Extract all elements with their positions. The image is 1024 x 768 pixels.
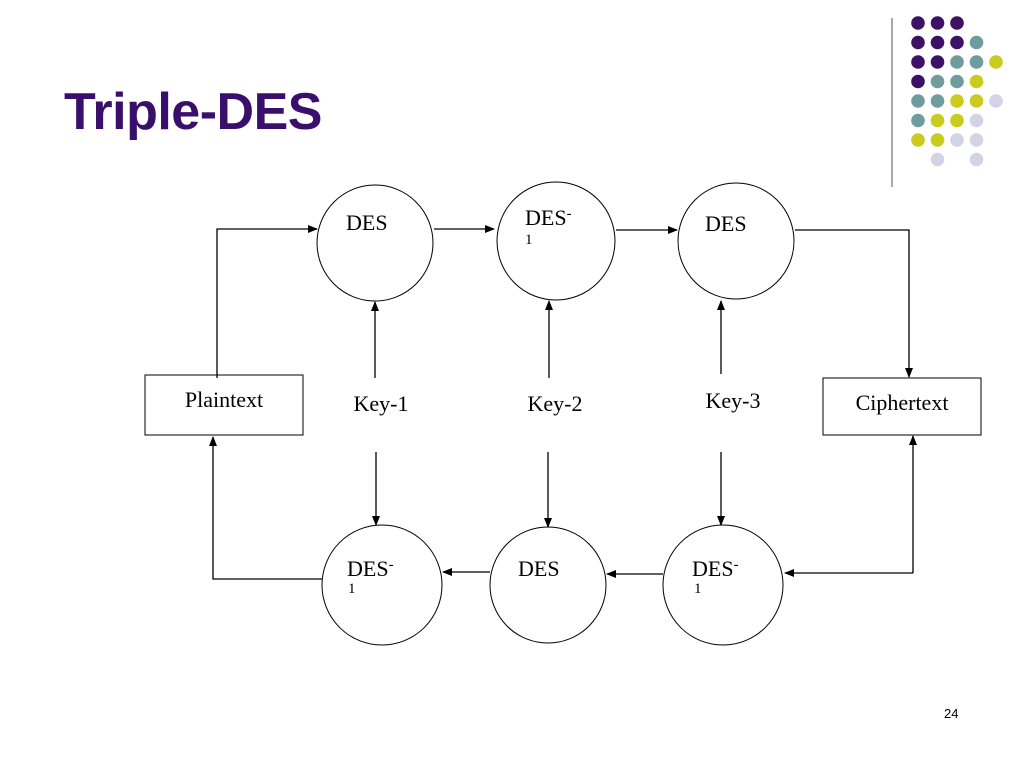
decorative-dot (930, 35, 945, 50)
encrypt-node-1-label: DES (346, 210, 388, 235)
slide-title: Triple-DES (64, 83, 322, 141)
ciphertext-label: Ciphertext (856, 390, 949, 415)
encrypt-node-2-subscript: 1 (525, 232, 533, 248)
decorative-dot (930, 152, 945, 167)
decrypt-node-1-label: DES- (347, 556, 394, 581)
decorative-dot (930, 55, 945, 69)
decorative-dot (950, 133, 964, 147)
plaintext-label: Plaintext (185, 387, 263, 412)
decorative-dot (969, 35, 984, 50)
encrypt-des-inverse-node-2 (496, 181, 616, 301)
decorative-dot (950, 94, 964, 108)
decrypt-des-inverse-node-1 (321, 524, 443, 646)
encrypt-node-2-label: DES- (525, 205, 572, 230)
decrypt-node-3-subscript: 1 (694, 581, 702, 597)
decorative-dot (911, 133, 925, 147)
decrypt-des-inverse-node-3 (662, 524, 784, 646)
encrypt-des-node-1 (316, 184, 434, 302)
plaintext-box (144, 374, 304, 436)
arrow-plaintext-to-des-1 (216, 225, 318, 378)
decorative-dot (989, 55, 1003, 69)
encrypt-node-3-label: DES (705, 211, 747, 236)
decorative-dot (911, 35, 925, 50)
decorative-dot (969, 74, 984, 89)
decorative-dot (930, 94, 945, 108)
ciphertext-box (822, 377, 982, 436)
decorative-dot (950, 74, 964, 89)
decorative-dot (911, 55, 925, 69)
arrow-des-3-to-ciphertext (795, 229, 913, 378)
key-3-label: Key-3 (706, 388, 761, 413)
key-1-label: Key-1 (354, 391, 409, 416)
decorative-dot (950, 35, 964, 50)
arrow-des-inverse-1-to-plaintext (209, 436, 322, 580)
decorative-dot (930, 133, 945, 147)
decrypt-node-3-label: DES- (692, 556, 739, 581)
decorative-dot (930, 113, 945, 128)
decorative-dot (969, 152, 984, 167)
decorative-dot (911, 94, 925, 108)
decorative-dot (989, 94, 1003, 108)
decorative-dot (969, 133, 984, 147)
decorative-dot (950, 113, 964, 128)
decorative-dot (950, 16, 964, 30)
decrypt-node-2-label: DES (518, 556, 560, 581)
decorative-dot (930, 16, 945, 30)
encrypt-des-node-3 (677, 182, 795, 300)
key-2-label: Key-2 (528, 391, 583, 416)
page-number: 24 (944, 706, 959, 721)
decorative-dot (911, 74, 925, 89)
decorative-dot (911, 113, 925, 128)
decorative-dot (911, 16, 925, 30)
decorative-dot (969, 113, 984, 128)
decrypt-des-node-2 (489, 526, 607, 644)
decorative-dot (969, 55, 984, 69)
decorative-dot (930, 74, 945, 89)
decrypt-node-1-subscript: 1 (348, 581, 356, 597)
decorative-dot (969, 94, 984, 108)
decorative-dot (950, 55, 964, 69)
